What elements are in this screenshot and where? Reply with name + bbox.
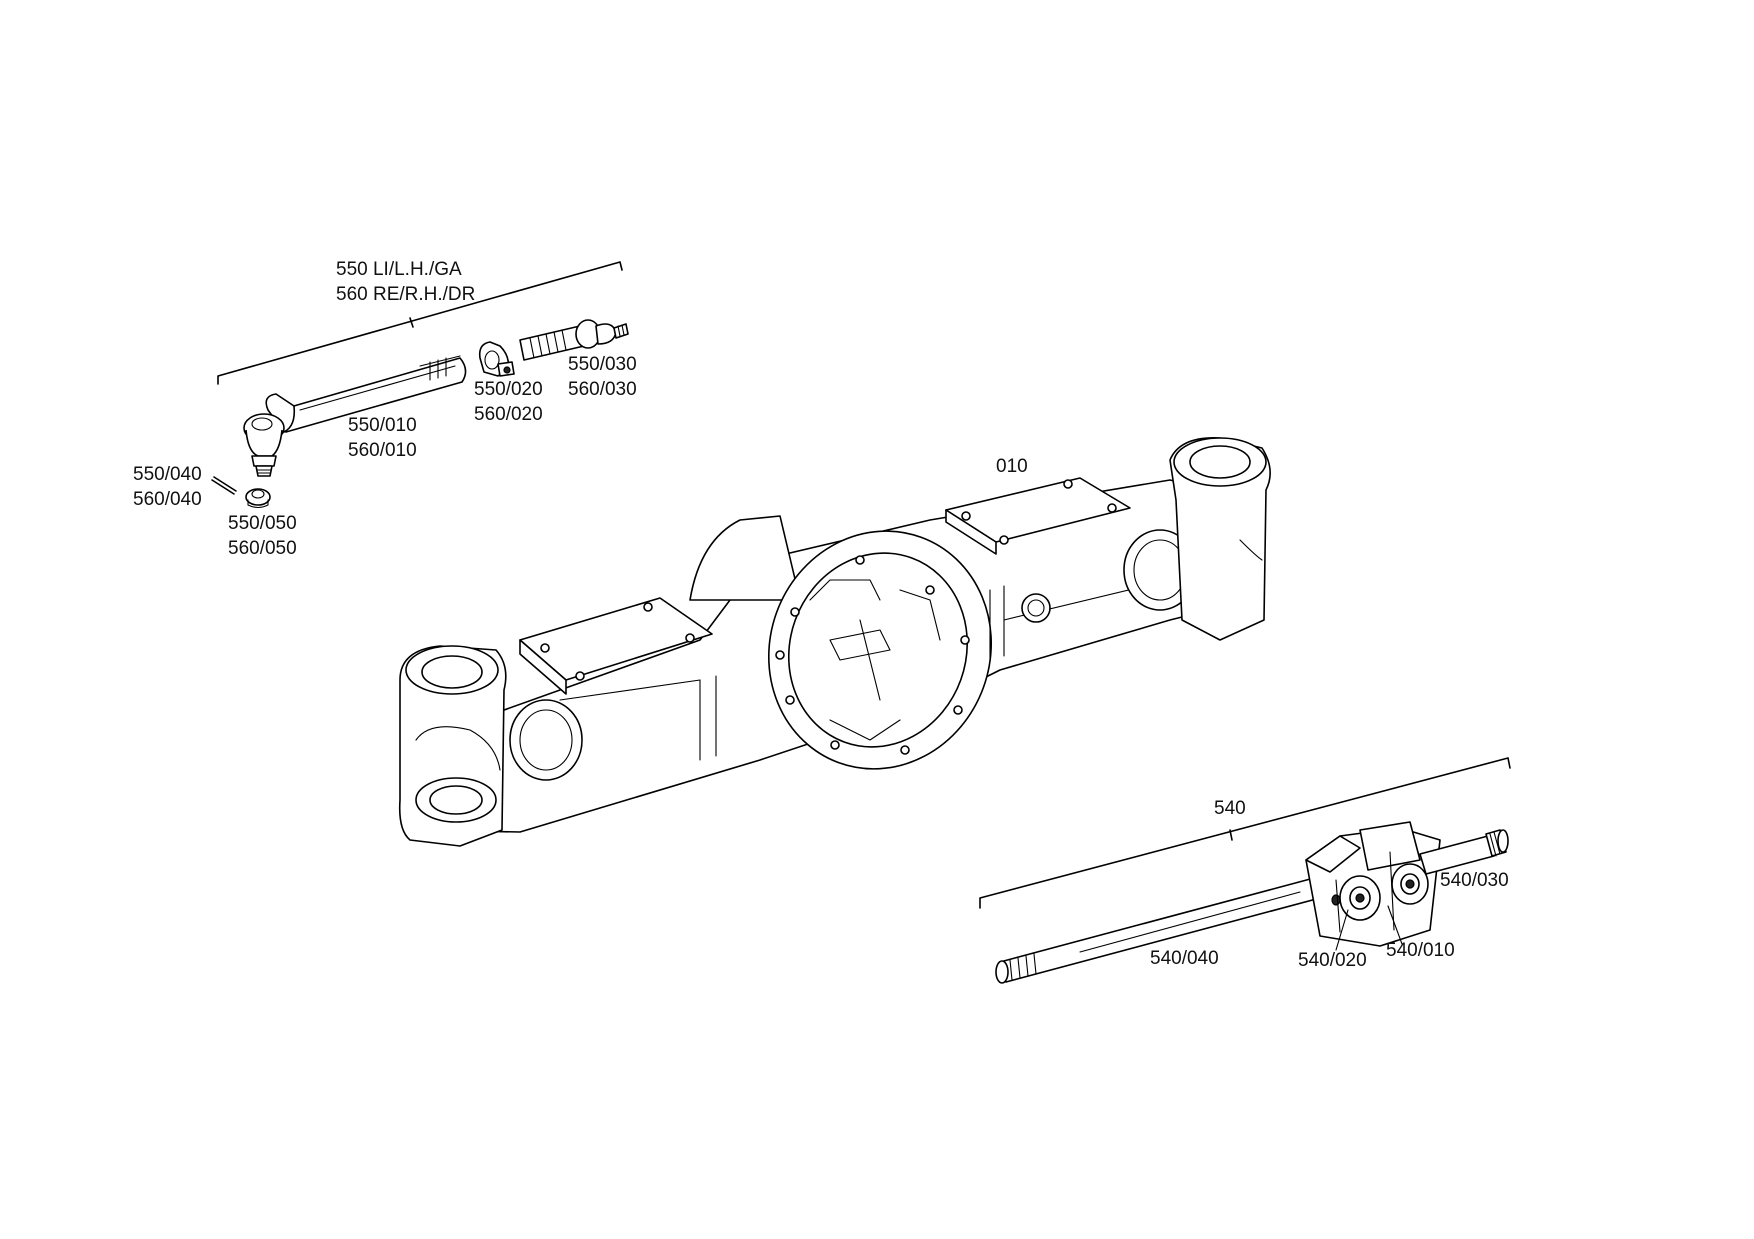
universal-joint-part [1305, 821, 1441, 947]
tie-rod-assembly-label-line2: 560 RE/R.H./DR [336, 284, 476, 305]
inner-shaft-label-line1: 540/040 [1150, 948, 1219, 969]
stub-shaft-part [1419, 829, 1509, 875]
castle-nut-part [245, 488, 271, 509]
cotter-pin-label: 550/040 560/040 [133, 462, 202, 512]
tie-rod-assembly-label-line1: 550 LI/L.H./GA [336, 259, 462, 280]
tie-rod-tube-label-line1: 550/010 [348, 415, 417, 436]
tie-rod-group-bracket [217, 261, 623, 385]
castle-nut-label: 550/050 560/050 [228, 511, 297, 561]
axle-shaft-assembly-label: 540 [1214, 796, 1246, 821]
tie-rod-ball-joint [243, 413, 285, 477]
axle-shaft-group-bracket [979, 757, 1511, 909]
axle-housing-label: 010 [996, 454, 1028, 479]
cotter-pin-label-line2: 560/040 [133, 489, 202, 510]
tie-rod-end-label: 550/030 560/030 [568, 352, 637, 402]
axle-housing-label-line1: 010 [996, 456, 1028, 477]
tie-rod-tube-label-line2: 560/010 [348, 440, 417, 461]
tie-rod-end-label-line1: 550/030 [568, 354, 637, 375]
stub-shaft-label: 540/030 [1440, 868, 1509, 893]
cotter-pin-label-line1: 550/040 [133, 464, 202, 485]
axle-shaft-assembly-label-line1: 540 [1214, 798, 1246, 819]
clamp-label-line1: 550/020 [474, 379, 543, 400]
axle-housing-part [398, 437, 1271, 847]
tie-rod-end-label-line2: 560/030 [568, 379, 637, 400]
castle-nut-label-line2: 560/050 [228, 538, 297, 559]
tie-rod-tube-label: 550/010 560/010 [348, 413, 417, 463]
leader-lines [1335, 905, 1403, 951]
threaded-tie-rod-end-part [519, 319, 629, 361]
joint-bearing-label: 540/010 [1386, 938, 1455, 963]
inner-shaft-label: 540/040 [1150, 946, 1219, 971]
clamp-part [478, 341, 515, 377]
cotter-pin-part [211, 476, 237, 495]
tie-rod-assembly-label: 550 LI/L.H./GA 560 RE/R.H./DR [336, 257, 475, 307]
stub-shaft-label-line1: 540/030 [1440, 870, 1509, 891]
joint-bearing-label-line1: 540/010 [1386, 940, 1455, 961]
clamp-label: 550/020 560/020 [474, 377, 543, 427]
castle-nut-label-line1: 550/050 [228, 513, 297, 534]
clamp-label-line2: 560/020 [474, 404, 543, 425]
tie-rod-tube-part [265, 355, 467, 433]
universal-joint-label: 540/020 [1298, 948, 1367, 973]
universal-joint-label-line1: 540/020 [1298, 950, 1367, 971]
